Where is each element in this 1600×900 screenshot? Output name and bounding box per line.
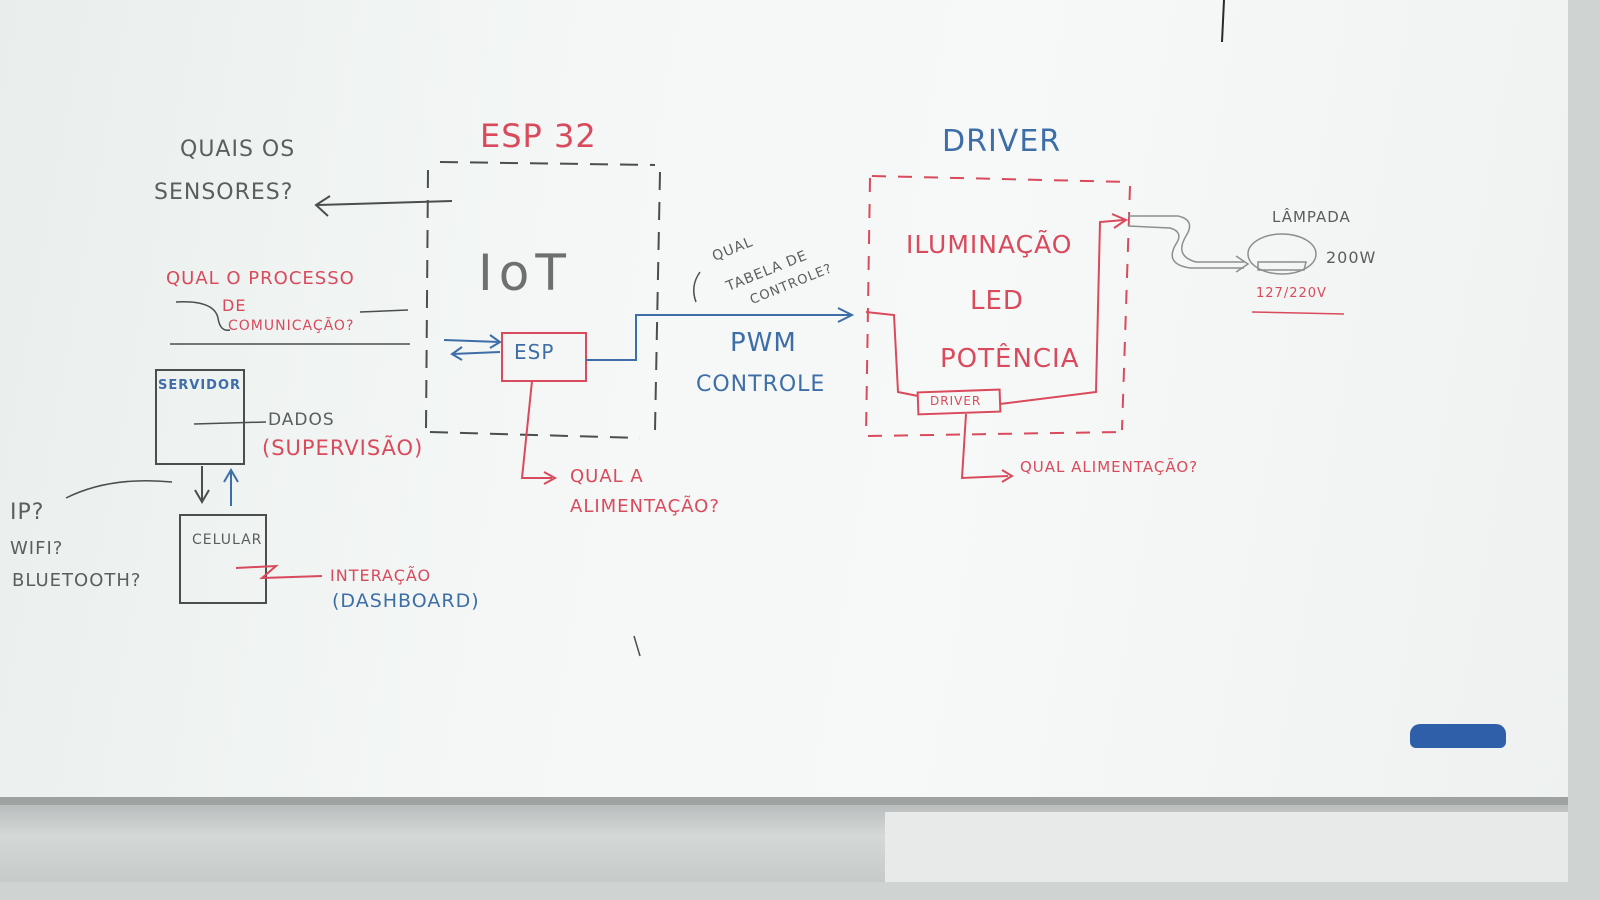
driver-line3: POTÊNCIA [940, 344, 1080, 374]
control-label: CONTROLE [696, 372, 826, 397]
ip-pointer-curve [65, 479, 173, 499]
comm-process-line3: COMUNICAÇÃO? [228, 318, 355, 334]
bluetooth-label: BLUETOOTH? [12, 570, 142, 591]
driver-dashed-box [865, 175, 1131, 437]
table-question-bracket [693, 271, 701, 303]
pwm-label: PWM [730, 328, 797, 358]
wall-below-board [885, 812, 1568, 882]
esp-comm-arrows [443, 334, 502, 361]
interaction-pointer [235, 564, 323, 580]
comm-process-bracket [175, 301, 231, 331]
esp-chip-box [501, 332, 587, 382]
diagram-lines [65, 0, 1345, 657]
server-box [155, 369, 245, 465]
sensors-question-line2: SENSORES? [154, 180, 294, 205]
lamp-voltage: 127/220V [1256, 286, 1327, 301]
dashboard-label: (DASHBOARD) [332, 590, 480, 612]
server-label: SERVIDOR [158, 378, 242, 393]
comm-process-pointer [359, 309, 409, 313]
stray-mark [633, 635, 641, 657]
comm-process-line2: DE [222, 296, 247, 315]
lamp-cable [1127, 215, 1250, 273]
whiteboard [0, 0, 1568, 882]
ip-label: IP? [10, 500, 45, 525]
board-mark [1221, 0, 1225, 43]
driver-title: DRIVER [942, 124, 1062, 159]
esp32-title: ESP 32 [480, 117, 597, 155]
driver-power-question: QUAL ALIMENTAÇÃO? [1020, 458, 1199, 476]
iot-label: IoT [478, 244, 572, 302]
data-label: DADOS [268, 410, 335, 430]
lamp-power: 200W [1326, 248, 1377, 267]
phone-label: CELULAR [192, 532, 263, 548]
sensors-question-line1: QUAIS OS [180, 137, 296, 162]
driver-chip-box [916, 388, 1002, 416]
lamp-icon [1247, 233, 1317, 275]
pwm-control-line [586, 307, 855, 361]
driver-power-line [960, 413, 1014, 483]
driver-line2: LED [970, 286, 1024, 316]
esp32-dashed-box [425, 161, 661, 439]
server-phone-arrows [194, 466, 239, 506]
sensors-arrow [314, 195, 453, 217]
comm-process-line1: QUAL O PROCESSO [166, 268, 355, 289]
voltage-underline [1251, 311, 1345, 315]
driver-wiring [865, 213, 1129, 405]
driver-chip-label: DRIVER [930, 394, 982, 408]
server-data-line [193, 421, 267, 425]
lamp-title: LÂMPADA [1272, 208, 1351, 226]
esp-power-question-line2: ALIMENTAÇÃO? [570, 496, 720, 517]
driver-line1: ILUMINAÇÃO [906, 230, 1073, 259]
supervision-label: (SUPERVISÃO) [262, 436, 424, 460]
phone-box [179, 514, 267, 604]
interaction-label: INTERAÇÃO [330, 566, 432, 585]
eraser[interactable] [1410, 724, 1506, 748]
esp-power-question-line1: QUAL A [570, 466, 644, 487]
esp-power-line [520, 380, 558, 485]
wifi-label: WIFI? [10, 538, 64, 559]
esp-chip-label: ESP [514, 340, 555, 364]
